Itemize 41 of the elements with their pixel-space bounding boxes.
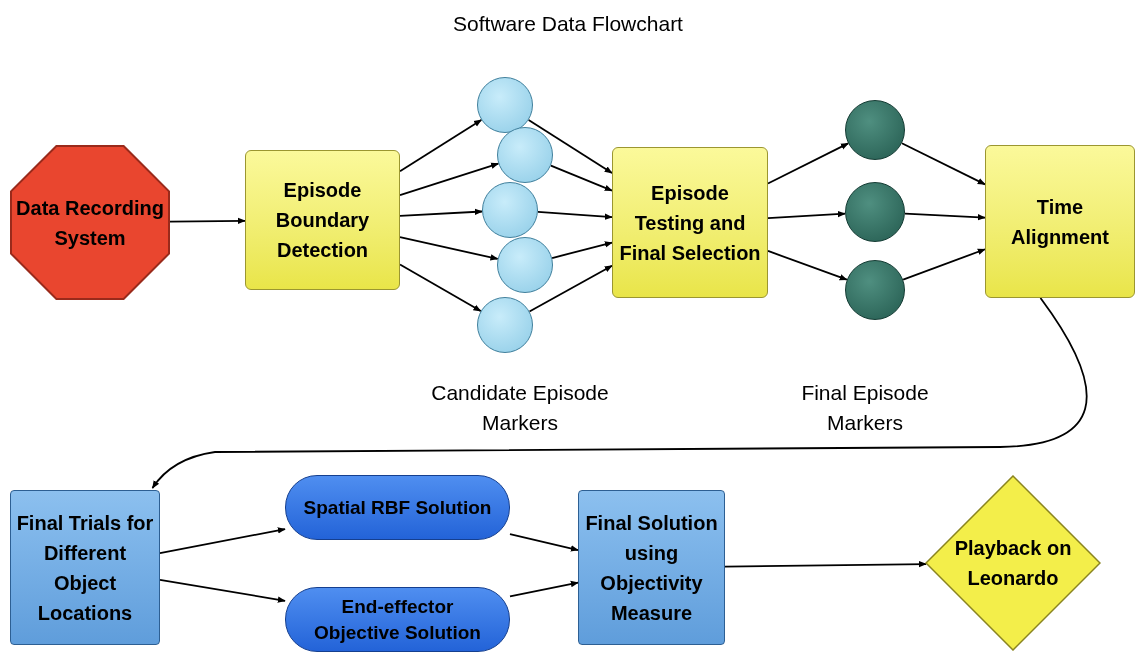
arrow: [904, 212, 986, 221]
decision-diamond: [925, 475, 1101, 651]
arrow: [169, 217, 246, 225]
arrow: [724, 560, 927, 568]
arrow: [399, 119, 483, 173]
rounded-process: [285, 475, 510, 540]
arrow: [767, 142, 850, 185]
node-label: End-effector Objective Solution: [313, 594, 482, 645]
arrow: [159, 579, 286, 603]
process-box: [612, 147, 768, 298]
process-box: [10, 490, 160, 645]
arrow: [551, 241, 613, 259]
diagram-title: Software Data Flowchart: [452, 11, 684, 37]
group-caption: Final Episode Markers: [800, 380, 930, 436]
node-label: Final Trials for Different Object Locations: [15, 510, 155, 626]
arrow: [527, 119, 613, 174]
arrow: [509, 533, 579, 552]
node-label: Time Alignment: [1010, 194, 1110, 250]
node-label: Spatial RBF Solution: [302, 495, 493, 520]
arrow: [509, 580, 579, 598]
arrow: [399, 236, 499, 261]
rounded-process: [285, 587, 510, 652]
process-box: [245, 150, 400, 290]
arrow: [399, 263, 482, 312]
arrow: [151, 297, 1088, 489]
arrow: [767, 210, 846, 219]
arrow: [901, 142, 986, 186]
node-label: Data Recording System: [15, 195, 165, 251]
process-box: [578, 490, 725, 645]
node-label: Final Solution using Objectivity Measure: [584, 510, 719, 626]
arrow: [550, 164, 613, 192]
node-label: Episode Testing and Final Selection: [618, 180, 762, 266]
arrow: [159, 527, 286, 554]
arrow: [537, 211, 613, 220]
arrow: [399, 208, 483, 217]
node-label: Playback on Leonardo: [953, 536, 1073, 591]
node-label: Episode Boundary Detection: [274, 178, 371, 263]
process-box: [985, 145, 1135, 298]
octagon-node: [10, 145, 170, 300]
group-caption: Candidate Episode Markers: [430, 380, 610, 436]
arrow: [528, 264, 613, 313]
